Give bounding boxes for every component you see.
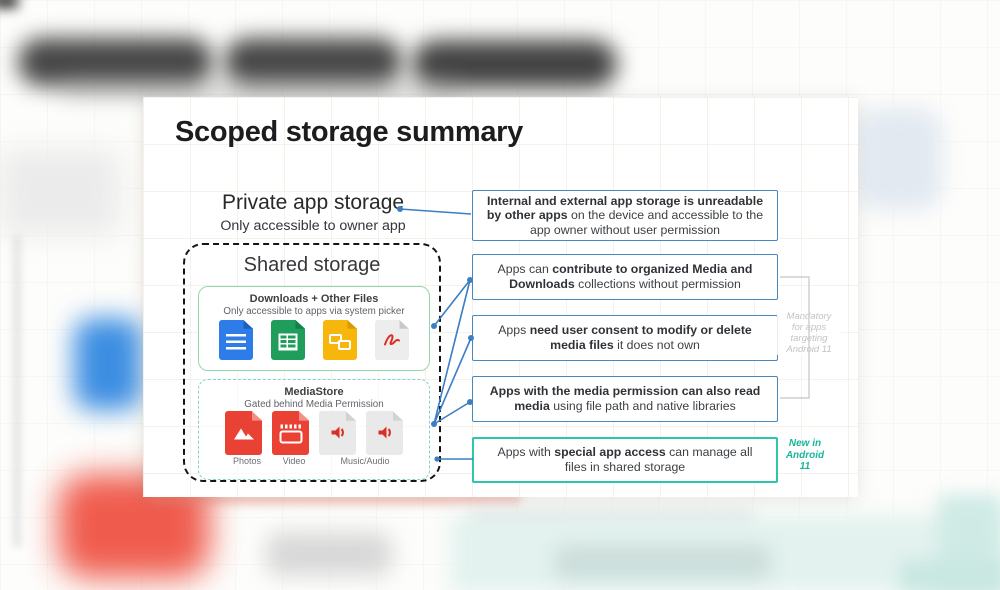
blurred-teal-column — [938, 495, 1000, 590]
fold — [399, 320, 409, 329]
shared-storage-title: Shared storage — [243, 254, 381, 276]
speaker-glyph — [376, 425, 393, 446]
photos-file-icon — [225, 411, 262, 455]
blurred-title-word — [224, 38, 402, 86]
fold — [345, 411, 356, 421]
fold — [243, 320, 253, 329]
fold — [251, 411, 262, 421]
audio-file-icon — [319, 411, 356, 455]
sheets-file-icon — [271, 320, 305, 360]
callout-text: Internal and external app storage is unr… — [486, 193, 764, 237]
fold — [295, 320, 305, 329]
music-audio-label: Music/Audio — [340, 456, 390, 466]
callout-user-consent: Apps need user consent to modify or dele… — [472, 315, 778, 361]
audio-file-icon — [366, 411, 403, 455]
callout-contribute: Apps can contribute to organized Media a… — [472, 254, 778, 300]
mediastore-box: MediaStore Gated behind Media Permission — [198, 379, 430, 480]
downloads-box: Downloads + Other Files Only accessible … — [198, 286, 430, 371]
blurred-gray-blob — [266, 532, 392, 576]
photos-mountains-glyph — [233, 426, 255, 445]
blurred-text-streak — [480, 532, 750, 546]
private-storage-title: Private app storage — [221, 191, 405, 214]
pdf-acrobat-glyph — [383, 332, 401, 353]
callout-text: Apps can contribute to organized Media a… — [497, 262, 753, 291]
callout-text: Apps with special app access can manage … — [497, 445, 753, 474]
private-storage-subtitle: Only accessible to owner app — [220, 218, 406, 234]
slides-file-icon — [323, 320, 357, 360]
video-label: Video — [282, 456, 306, 466]
blurred-left-streak — [0, 150, 120, 235]
blurred-title-word — [412, 40, 617, 88]
mediastore-icon-row — [199, 411, 429, 455]
blurred-left-line — [14, 235, 20, 547]
docs-file-icon — [219, 320, 253, 360]
blurred-text-streak — [470, 512, 755, 528]
shared-storage-group: Shared storage Downloads + Other Files O… — [183, 243, 441, 482]
slide-title: Scoped storage summary — [175, 116, 523, 148]
fold — [298, 411, 309, 421]
callout-media-permission: Apps with the media permission can also … — [472, 376, 778, 422]
downloads-title: Downloads + Other Files — [249, 293, 379, 305]
pdf-file-icon — [375, 320, 409, 360]
photos-label: Photos — [232, 456, 262, 466]
callout-private-storage: Internal and external app storage is unr… — [472, 190, 778, 241]
blurred-teal-patch — [555, 545, 770, 579]
mediastore-title: MediaStore — [284, 386, 344, 398]
speaker-glyph — [329, 425, 346, 446]
fold — [347, 320, 357, 329]
downloads-subtitle: Only accessible to apps via system picke… — [223, 306, 405, 317]
blurred-title-smudge — [60, 80, 460, 96]
sheets-grid-glyph — [278, 333, 298, 351]
presentation-slide: Scoped storage summary Private app stora… — [143, 97, 858, 497]
callout-text: Apps need user consent to modify or dele… — [498, 323, 752, 352]
blurred-right-blob — [856, 108, 942, 210]
docs-lines-glyph — [226, 334, 246, 350]
video-file-icon — [272, 411, 309, 455]
blurred-teal-area — [450, 515, 1000, 590]
mediastore-subtitle: Gated behind Media Permission — [244, 399, 384, 410]
corner-mark — [0, 0, 18, 8]
downloads-icon-row — [199, 320, 429, 360]
blurred-teal-corner — [900, 560, 1000, 590]
blurred-title-word — [18, 38, 213, 86]
fold — [392, 411, 403, 421]
callout-special-access: Apps with special app access can manage … — [472, 437, 778, 483]
video-filmstrip-glyph — [279, 424, 302, 444]
callout-text: Apps with the media permission can also … — [489, 384, 761, 413]
slides-rects-glyph — [329, 334, 351, 350]
blurred-blue-icon — [74, 318, 142, 410]
